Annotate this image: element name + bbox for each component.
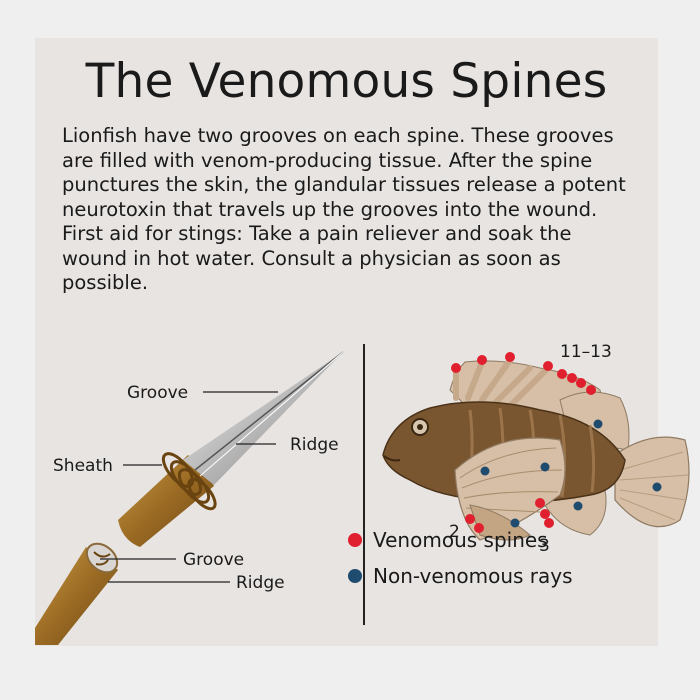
pelvic-spine-count: 2 [449, 522, 460, 542]
non-venomous-ray-markers [480, 419, 662, 528]
sheath-shape [118, 455, 214, 547]
label-ridge-top: Ridge [290, 435, 339, 455]
legend-item-non-venomous: Non-venomous rays [348, 558, 573, 594]
blue-dot-icon [348, 569, 362, 583]
legend-label-non-venomous: Non-venomous rays [373, 564, 573, 588]
sheath-coils [161, 452, 217, 511]
lionfish-illustration: 11–13 2 3 [382, 342, 690, 556]
label-ridge-bottom: Ridge [236, 573, 285, 593]
page-title: The Venomous Spines [85, 54, 608, 109]
spine-rod [35, 547, 118, 645]
legend-label-venomous: Venomous spines [373, 528, 548, 552]
label-groove-bottom: Groove [183, 550, 244, 570]
spine-illustration: Groove Ridge Sheath Groove Ridge [35, 351, 344, 645]
dorsal-spine-count: 11–13 [560, 342, 612, 362]
caudal-fin [614, 436, 690, 528]
label-sheath: Sheath [53, 456, 113, 476]
legend: Venomous spines Non-venomous rays [348, 522, 573, 594]
red-dot-icon [348, 533, 362, 547]
pelvic-fin [469, 504, 531, 541]
label-groove-top: Groove [127, 383, 188, 403]
section-divider [363, 344, 365, 625]
spine-cross-section [85, 542, 119, 574]
anal-spine-count: 3 [539, 536, 550, 556]
spine-blade [183, 352, 343, 485]
legend-item-venomous: Venomous spines [348, 522, 573, 558]
venomous-spine-markers [451, 352, 596, 533]
description-text: Lionfish have two grooves on each spine.… [62, 124, 626, 294]
